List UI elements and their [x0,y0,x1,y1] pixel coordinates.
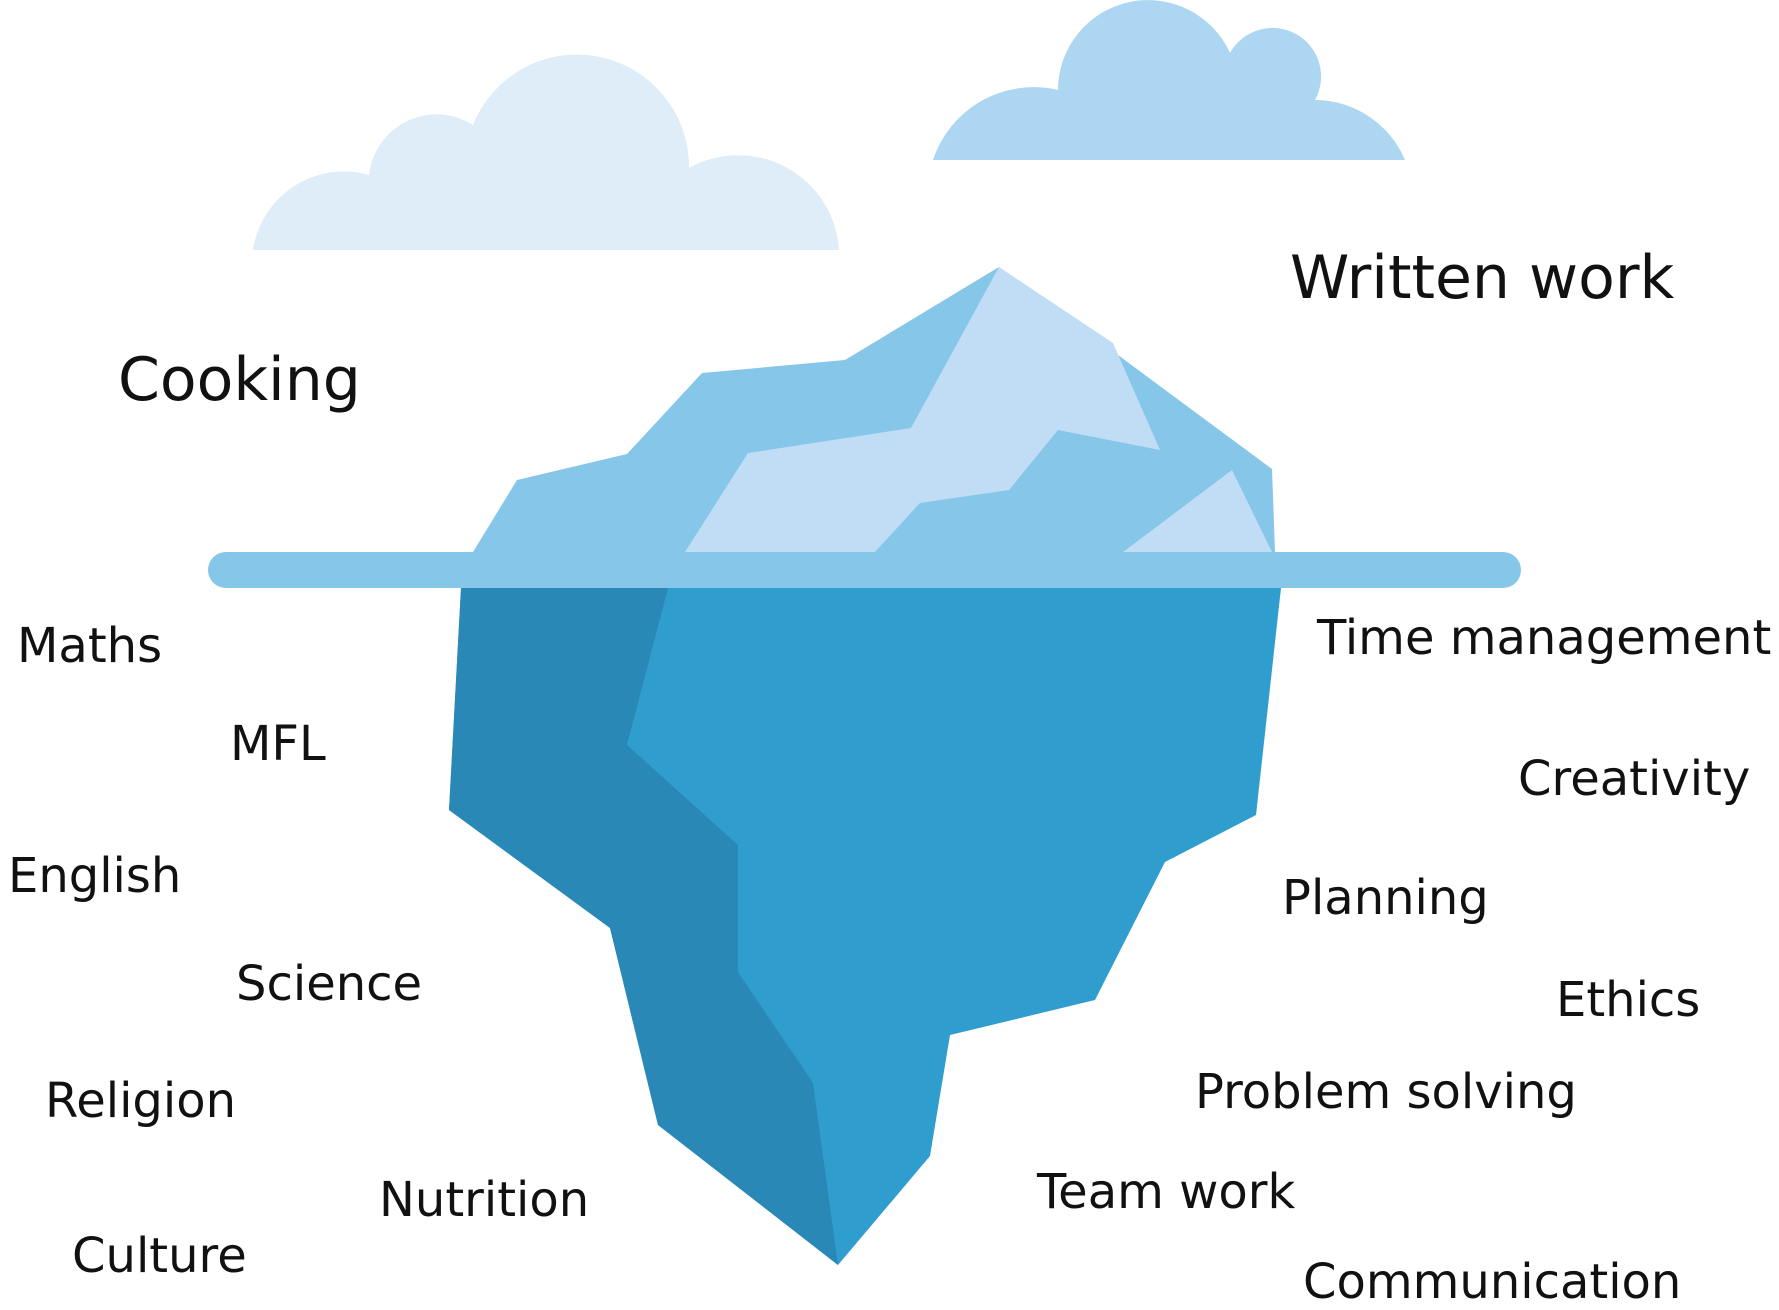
cloud-left [253,54,839,251]
label-english: English [8,848,182,904]
label-nutrition: Nutrition [379,1172,590,1228]
waterline [208,552,1521,588]
iceberg-underwater-shadow [449,588,838,1265]
label-communication: Communication [1303,1254,1682,1310]
label-written-work: Written work [1290,243,1675,313]
label-maths: Maths [17,618,163,674]
label-time-management: Time management [1317,610,1772,666]
label-planning: Planning [1282,870,1489,926]
label-team-work: Team work [1037,1164,1296,1220]
label-creativity: Creativity [1518,751,1751,807]
label-ethics: Ethics [1556,972,1701,1028]
iceberg-top-light-peak [685,267,1160,552]
label-religion: Religion [45,1073,236,1129]
label-mfl: MFL [230,716,326,772]
label-science: Science [236,956,423,1012]
cloud-right [933,0,1405,160]
label-cooking: Cooking [118,345,361,415]
label-problem-solving: Problem solving [1195,1064,1577,1120]
label-culture: Culture [72,1228,247,1284]
iceberg-top-light-right [1123,470,1272,552]
